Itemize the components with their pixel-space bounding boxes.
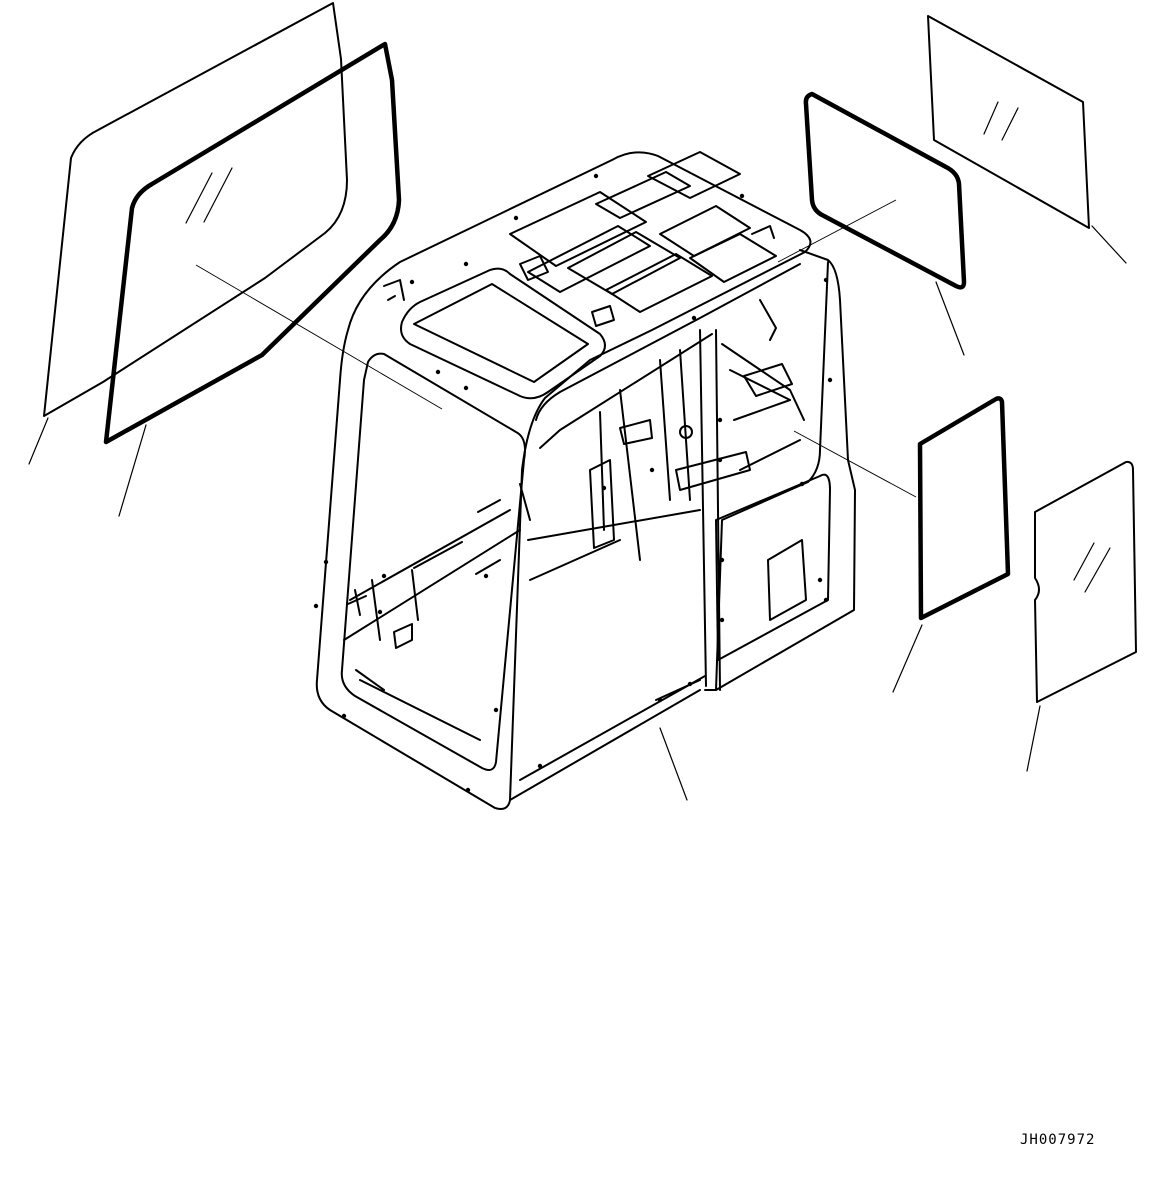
leader-line-side-glass bbox=[1026, 705, 1041, 772]
cab-frame[interactable] bbox=[313, 151, 856, 810]
leader-line-rear-glass bbox=[1091, 225, 1127, 264]
rear-window-glass-with-seal[interactable] bbox=[777, 91, 967, 356]
glare-mark-5 bbox=[1073, 542, 1095, 581]
front-window-glass[interactable] bbox=[28, 2, 348, 465]
side-window-glass-with-seal[interactable] bbox=[793, 396, 1011, 693]
leader-line-front-glass bbox=[28, 417, 49, 465]
assembly-line-side bbox=[793, 430, 917, 498]
rear-window-glass[interactable] bbox=[927, 15, 1127, 264]
leader-line-cab-frame bbox=[659, 727, 688, 801]
side-window-glass[interactable] bbox=[1026, 460, 1137, 772]
glare-mark-6 bbox=[1084, 547, 1111, 593]
glare-mark-3 bbox=[983, 101, 999, 135]
leader-line-side-seal bbox=[892, 624, 923, 693]
glare-mark-4 bbox=[1001, 107, 1019, 141]
leader-line-front-seal bbox=[118, 424, 147, 517]
glare-mark-2 bbox=[203, 167, 233, 223]
drawing-id-label: JH007972 bbox=[1020, 1132, 1096, 1148]
glare-mark-1 bbox=[185, 172, 213, 224]
leader-line-rear-seal bbox=[935, 281, 965, 356]
assembly-line-rear bbox=[777, 199, 897, 263]
front-window-glass-with-seal[interactable] bbox=[103, 41, 443, 517]
assembly-line-front bbox=[195, 264, 443, 410]
